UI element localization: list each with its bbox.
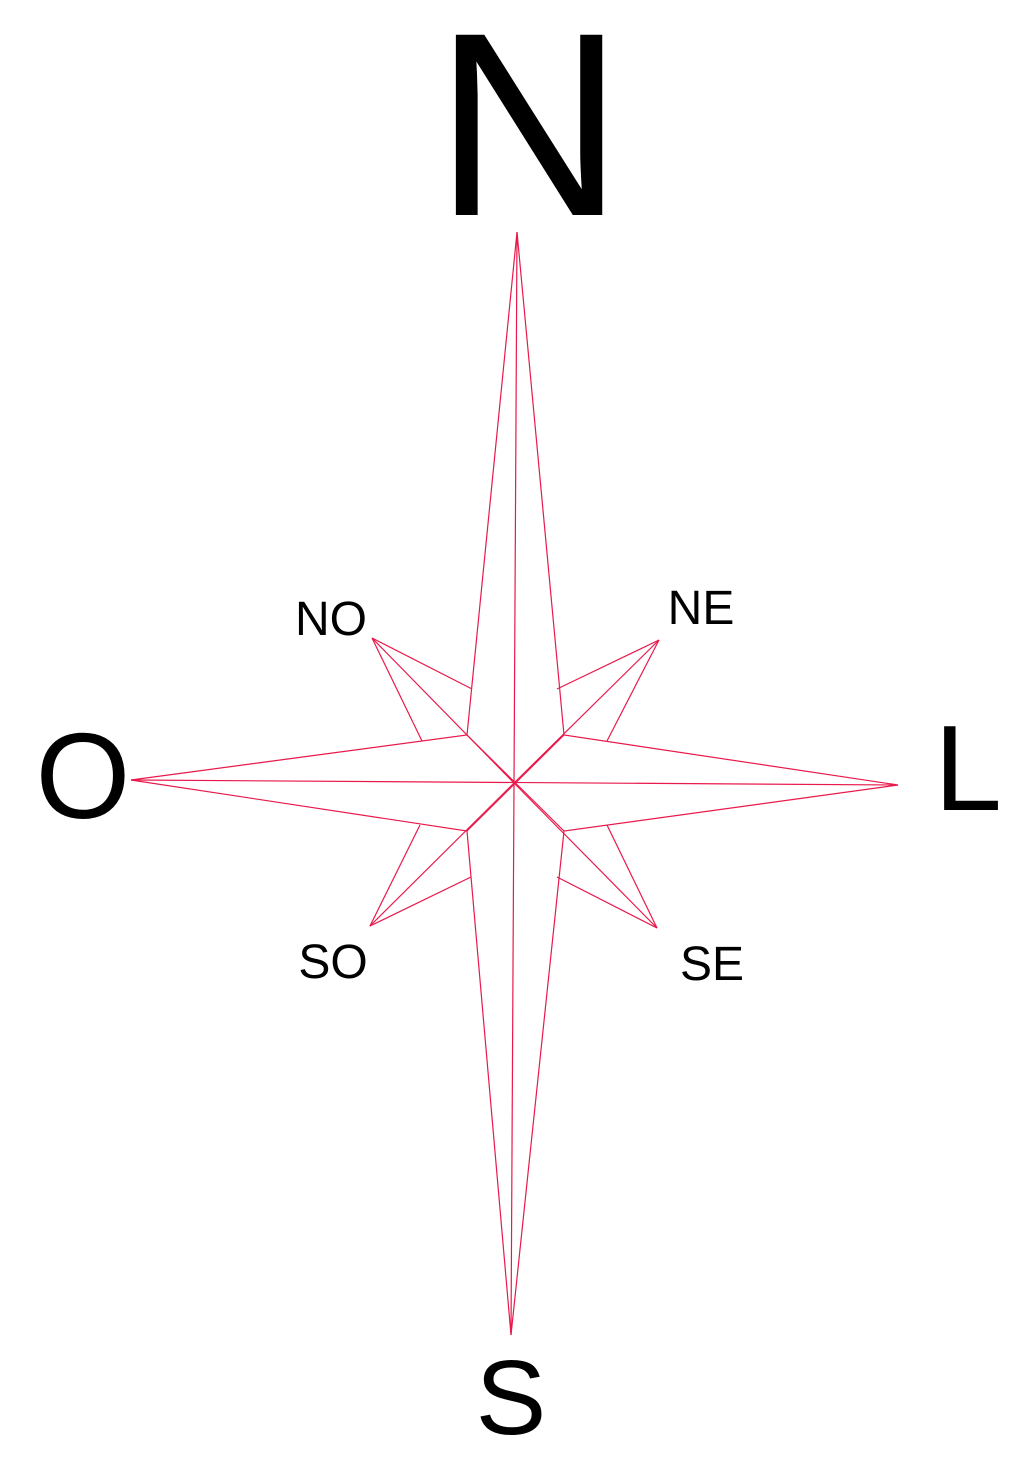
label-northeast: NE xyxy=(668,582,735,635)
label-west: O xyxy=(36,708,131,844)
northwest-point xyxy=(372,638,514,783)
label-northwest: NO xyxy=(295,593,367,646)
label-southwest: SO xyxy=(298,936,367,989)
label-south: S xyxy=(476,1339,547,1457)
label-southeast: SE xyxy=(680,938,744,991)
compass-rose xyxy=(131,232,898,1335)
southeast-point xyxy=(514,783,657,928)
southwest-point xyxy=(370,783,514,926)
northeast-point xyxy=(514,640,659,783)
label-north: N xyxy=(434,0,623,271)
label-east: L xyxy=(934,700,1002,836)
